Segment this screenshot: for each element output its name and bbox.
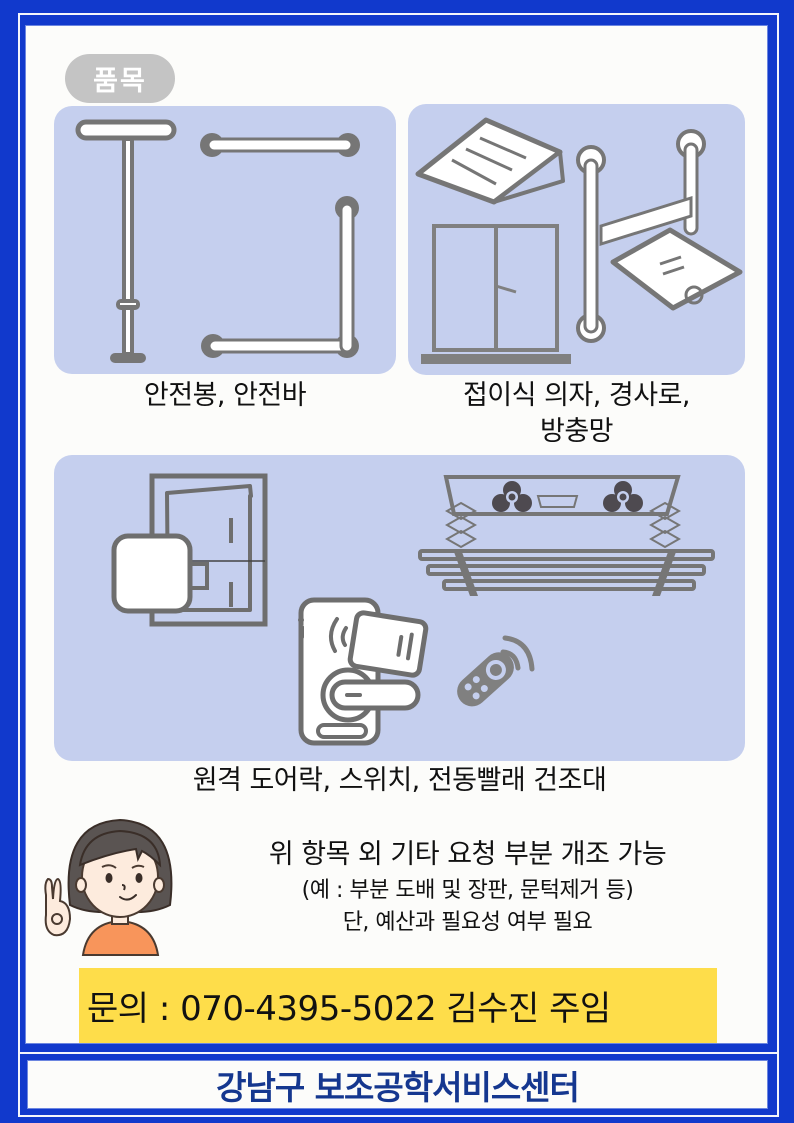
item-card-safety-bars — [54, 106, 396, 374]
standing-safety-pole-icon — [75, 119, 177, 363]
organization-title: 강남구 보조공학서비스센터 — [216, 1067, 580, 1107]
outer-white-frame — [18, 13, 779, 1117]
door-switch-robot-icon — [111, 473, 268, 627]
girl-ok-gesture-illustration — [40, 815, 185, 960]
frame-divider-line — [18, 1052, 779, 1054]
l-shaped-grab-bar-icon — [201, 196, 359, 358]
folding-shower-seat-icon — [576, 129, 743, 343]
note-condition: 단, 예산과 필요성 여부 필요 — [342, 910, 593, 935]
remote-control-icon — [457, 635, 535, 707]
item-caption-chair-ramp-line1: 접이식 의자, 경사로, — [462, 380, 691, 411]
contact-box: 문의 : 070-4395-5022 김수진 주임 — [79, 968, 717, 1043]
electric-clothes-dryer-rack-icon — [418, 475, 715, 596]
item-card-remote-devices — [54, 455, 745, 761]
item-caption-remote-devices: 원격 도어락, 스위치, 전동빨래 건조대 — [192, 765, 607, 796]
ok-hand-gesture-icon — [44, 877, 72, 937]
ramp-icon — [415, 117, 565, 205]
note-additional-requests: 위 항목 외 기타 요청 부분 개조 가능 — [268, 839, 667, 870]
sliding-screen-door-icon — [421, 224, 571, 364]
item-card-chair-ramp-screen — [408, 104, 745, 375]
note-example: (예 : 부분 도배 및 장판, 문턱제거 등) — [301, 878, 634, 903]
section-label-pill: 품목 — [65, 54, 175, 103]
girl-character-icon — [67, 818, 173, 956]
contact-text: 문의 : 070-4395-5022 김수진 주임 — [87, 989, 611, 1029]
straight-grab-bar-icon — [200, 133, 360, 157]
item-caption-safety-bars: 안전봉, 안전바 — [143, 380, 307, 411]
smart-door-lock-icon — [298, 597, 429, 746]
item-caption-chair-ramp-line2: 방충망 — [539, 416, 614, 447]
footer-panel: 강남구 보조공학서비스센터 — [27, 1060, 768, 1109]
